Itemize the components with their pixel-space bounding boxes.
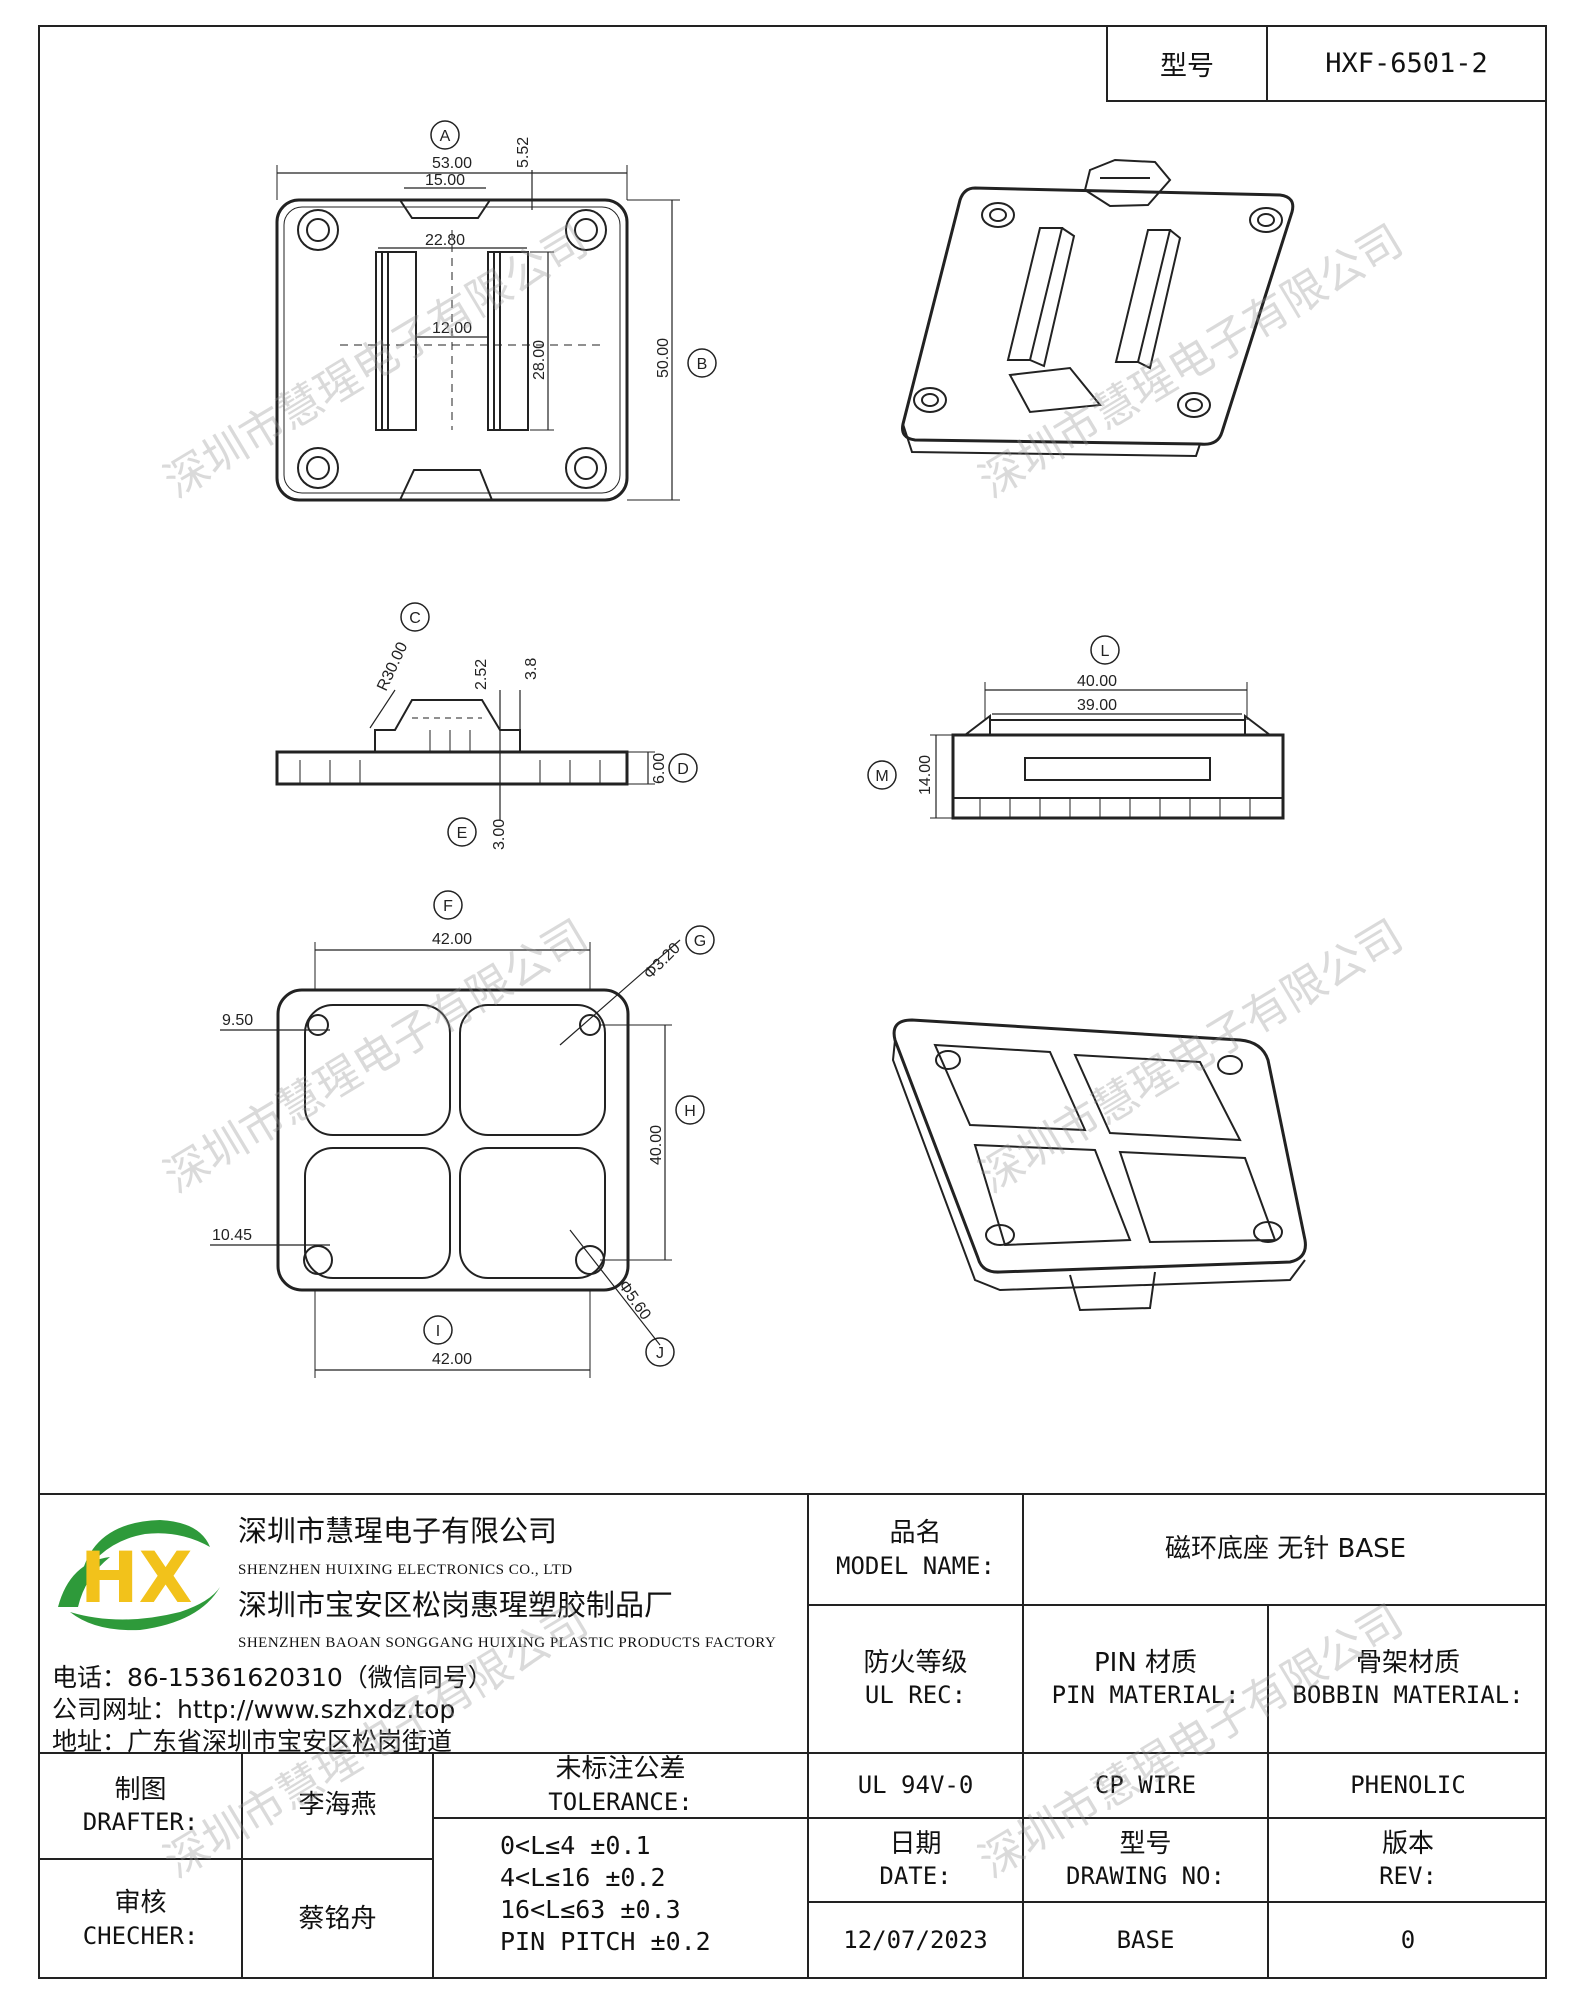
dim-15: 15.00 <box>425 172 465 189</box>
company-name-cn: 深圳市慧瑆电子有限公司 <box>238 1514 558 1548</box>
balloon-m: M <box>875 768 888 785</box>
dim-40-h: 40.00 <box>648 1125 665 1165</box>
drafter-label: 制图 DRAFTER: <box>82 1774 199 1837</box>
balloon-h: H <box>684 1103 696 1120</box>
company-website: 公司网址：http://www.szhxdz.top <box>52 1695 456 1724</box>
date-value: 12/07/2023 <box>843 1926 988 1955</box>
dim-10-45: 10.45 <box>212 1227 252 1244</box>
tolerance-line: 0<L≤4 ±0.1 <box>500 1831 651 1860</box>
checker-value: 蔡铭舟 <box>298 1903 377 1934</box>
balloon-j: J <box>656 1345 664 1362</box>
balloon-l: L <box>1101 643 1110 660</box>
company-address: 地址：广东省深圳市宝安区松岗街道 <box>52 1727 453 1756</box>
dim-3: 3.00 <box>491 819 508 850</box>
ul-value: UL 94V-0 <box>857 1770 974 1799</box>
dim-28: 28.00 <box>531 340 548 380</box>
dim-3-8: 3.8 <box>523 658 540 680</box>
row-line-3 <box>807 1817 1547 1819</box>
type-value: HXF-6501-2 <box>1325 48 1488 79</box>
dim-9-5: 9.50 <box>222 1012 253 1029</box>
balloon-i: I <box>436 1323 440 1340</box>
col-line-tolerance <box>432 1752 434 1979</box>
balloon-a: A <box>440 128 451 145</box>
tolerance-line: 16<L≤63 ±0.3 <box>500 1895 681 1924</box>
drafter-value: 李海燕 <box>298 1790 377 1821</box>
col-line-main <box>807 1493 809 1979</box>
title-block-mid-line <box>38 1752 1547 1754</box>
row-line-1 <box>807 1604 1547 1606</box>
fire-rating-label: 防火等级 UL REC: <box>863 1647 968 1710</box>
dim-42-top: 42.00 <box>432 931 472 948</box>
col-line-2 <box>1022 1493 1024 1979</box>
dim-42-bottom: 42.00 <box>432 1351 472 1368</box>
dim-2-52: 2.52 <box>473 659 490 690</box>
balloon-b: B <box>697 356 708 373</box>
drawing-frame <box>38 25 1547 1979</box>
dim-53: 53.00 <box>432 155 472 172</box>
dim-39: 39.00 <box>1077 697 1117 714</box>
col-line-drafter <box>241 1752 243 1979</box>
dim-40: 40.00 <box>1077 673 1117 690</box>
factory-name-en: SHENZHEN BAOAN SONGGANG HUIXING PLASTIC … <box>238 1635 777 1651</box>
col-line-3 <box>1267 1604 1269 1979</box>
title-block-top-line <box>38 1493 1547 1495</box>
rev-label: 版本 REV: <box>1379 1828 1437 1891</box>
rev-value: 0 <box>1400 1926 1416 1955</box>
dim-5-52: 5.52 <box>515 137 532 168</box>
bobbin-material-value: PHENOLIC <box>1350 1770 1466 1799</box>
balloon-f: F <box>443 898 453 915</box>
dim-r30: R30.00 <box>374 640 411 694</box>
dim-14: 14.00 <box>917 755 934 795</box>
side-view <box>275 602 698 847</box>
model-name-label: 品名 MODEL NAME: <box>836 1518 995 1580</box>
bottom-view <box>210 890 715 1378</box>
factory-name-cn: 深圳市宝安区松岗惠瑆塑胶制品厂 <box>238 1588 674 1622</box>
drawing-no-label: 型号 DRAWING NO: <box>1066 1828 1225 1891</box>
dim-phi-5-6: Φ5.60 <box>615 1278 654 1324</box>
tolerance-list: 0<L≤4 ±0.1 4<L≤16 ±0.2 16<L≤63 ±0.3 PIN … <box>500 1830 711 1958</box>
drafter-divider <box>38 1858 432 1860</box>
date-label: 日期 DATE: <box>879 1828 952 1891</box>
balloon-e: E <box>457 825 468 842</box>
balloon-d: D <box>677 761 689 778</box>
isometric-bottom-view <box>891 1018 1307 1312</box>
bobbin-material-label: 骨架材质 BOBBIN MATERIAL: <box>1292 1647 1524 1710</box>
balloon-g: G <box>694 933 706 950</box>
type-label: 型号 <box>1108 27 1268 100</box>
company-phone: 电话：86-15361620310（微信同号） <box>52 1663 493 1692</box>
row-line-4 <box>807 1901 1547 1903</box>
company-name-en: SHENZHEN HUIXING ELECTRONICS CO., LTD <box>238 1562 573 1578</box>
tolerance-line: 4<L≤16 ±0.2 <box>500 1863 666 1892</box>
logo-text: HX <box>80 1537 193 1619</box>
dim-50: 50.00 <box>655 338 672 378</box>
top-view <box>275 120 717 502</box>
pin-material-label: PIN 材质 PIN MATERIAL: <box>1051 1647 1240 1710</box>
dim-12: 12.00 <box>432 320 472 337</box>
drawing-no-value: BASE <box>1116 1926 1175 1955</box>
company-info: HX 深圳市慧瑆电子有限公司 SHENZHEN HUIXING ELECTRON… <box>50 1500 810 1756</box>
pin-material-value: CP WIRE <box>1094 1770 1197 1799</box>
tolerance-divider <box>432 1817 807 1819</box>
type-box: 型号 HXF-6501-2 <box>1106 25 1547 102</box>
dim-22-80: 22.80 <box>425 232 465 249</box>
checker-label: 审核 CHECHER: <box>82 1888 199 1950</box>
balloon-c: C <box>409 610 421 627</box>
dim-6: 6.00 <box>651 753 668 784</box>
company-logo: HX <box>58 1520 220 1631</box>
dim-phi-3-2: Φ3.20 <box>641 940 684 983</box>
front-view <box>867 635 1285 820</box>
tolerance-line: PIN PITCH ±0.2 <box>500 1927 711 1956</box>
model-name-value: 磁环底座 无针 BASE <box>1164 1533 1407 1564</box>
isometric-top-view <box>901 158 1295 458</box>
tolerance-label: 未标注公差 TOLERANCE: <box>548 1754 693 1816</box>
